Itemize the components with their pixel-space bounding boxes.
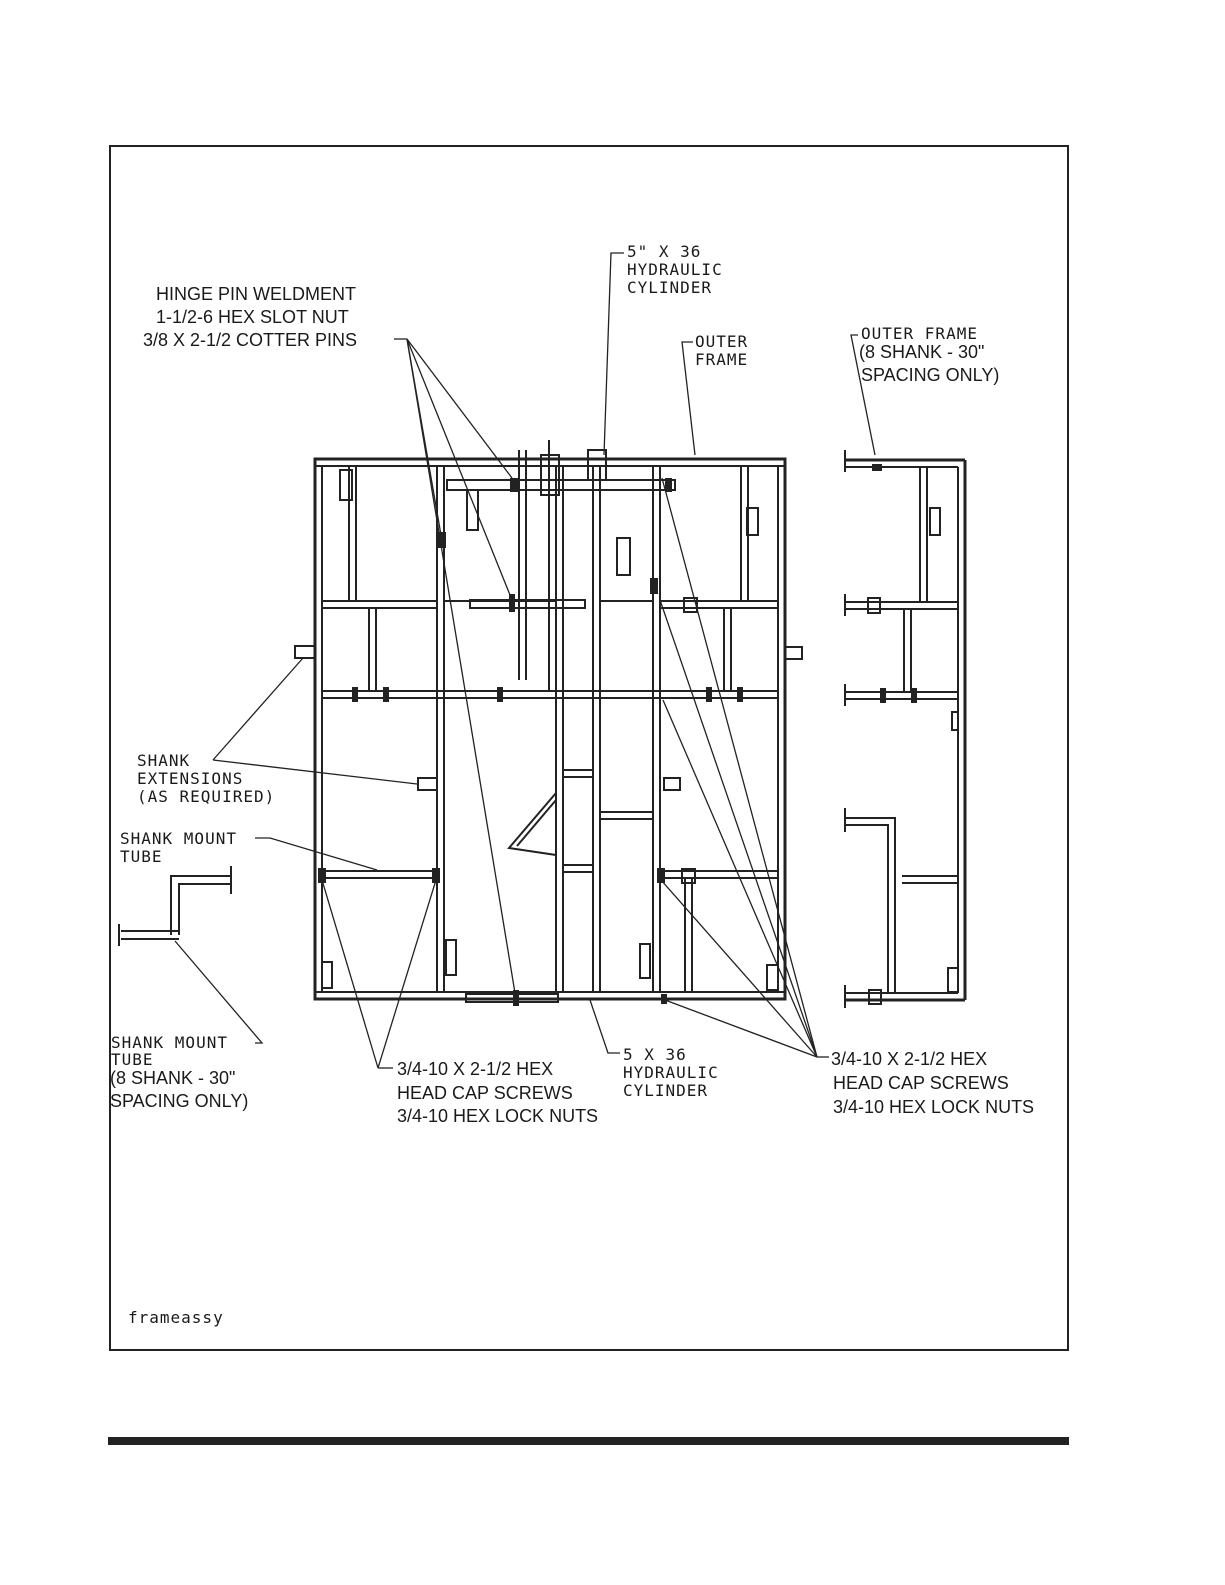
screws-right-line-2: HEAD CAP SCREWS bbox=[833, 1073, 1009, 1093]
shank-mount-tube-8-line-4: SPACING ONLY) bbox=[110, 1091, 248, 1111]
cylinder-bottom-line-3: CYLINDER bbox=[623, 1081, 708, 1100]
shank-mount-tube-8-line-1: SHANK MOUNT bbox=[111, 1033, 228, 1052]
label-shank-extensions: SHANK EXTENSIONS (AS REQUIRED) bbox=[137, 751, 275, 806]
drawing-border bbox=[109, 145, 1069, 1351]
screws-left-line-3: 3/4-10 HEX LOCK NUTS bbox=[397, 1106, 598, 1126]
screws-left-line-2: HEAD CAP SCREWS bbox=[397, 1083, 573, 1103]
label-cylinder-top: 5" X 36 HYDRAULIC CYLINDER bbox=[627, 242, 723, 297]
screws-left-line-1: 3/4-10 X 2-1/2 HEX bbox=[397, 1059, 553, 1079]
outer-frame-8-shank bbox=[844, 450, 967, 1008]
cylinder-top-line-2: HYDRAULIC bbox=[627, 260, 723, 279]
shank-extensions-line-1: SHANK bbox=[137, 751, 190, 770]
screws-right-line-1: 3/4-10 X 2-1/2 HEX bbox=[831, 1049, 987, 1069]
hinge-pin-line-2: 1-1/2-6 HEX SLOT NUT bbox=[156, 307, 349, 327]
file-name: frameassy bbox=[128, 1308, 224, 1327]
outer-frame-line-2: FRAME bbox=[695, 350, 748, 369]
outer-frame-8-line-1: OUTER FRAME bbox=[861, 324, 978, 343]
hinge-pin-line-3: 3/8 X 2-1/2 COTTER PINS bbox=[143, 330, 357, 350]
label-outer-frame: OUTER FRAME bbox=[695, 332, 748, 369]
shank-mount-tube-line-1: SHANK MOUNT bbox=[120, 829, 237, 848]
outer-frame-8-line-2: (8 SHANK - 30" bbox=[859, 342, 984, 362]
label-shank-mount-tube: SHANK MOUNT TUBE bbox=[120, 829, 237, 866]
cylinder-bottom-line-1: 5 X 36 bbox=[623, 1045, 687, 1064]
label-shank-mount-tube-8: SHANK MOUNT TUBE (8 SHANK - 30" SPACING … bbox=[110, 1033, 248, 1111]
cylinder-top-line-1: 5" X 36 bbox=[627, 242, 701, 261]
label-screws-right: 3/4-10 X 2-1/2 HEX HEAD CAP SCREWS 3/4-1… bbox=[831, 1049, 1034, 1117]
label-screws-left: 3/4-10 X 2-1/2 HEX HEAD CAP SCREWS 3/4-1… bbox=[397, 1059, 598, 1126]
outer-frame-8-line-3: SPACING ONLY) bbox=[861, 365, 999, 385]
screws-right-line-3: 3/4-10 HEX LOCK NUTS bbox=[833, 1097, 1034, 1117]
shank-extensions-line-2: EXTENSIONS bbox=[137, 769, 243, 788]
outer-frame-line-1: OUTER bbox=[695, 332, 748, 351]
main-frame bbox=[294, 440, 803, 1006]
shank-extensions-line-3: (AS REQUIRED) bbox=[137, 787, 275, 806]
shank-mount-tube-8-line-3: (8 SHANK - 30" bbox=[110, 1068, 235, 1088]
shank-mount-tube-8-line-2: TUBE bbox=[111, 1050, 154, 1069]
cylinder-top-line-3: CYLINDER bbox=[627, 278, 712, 297]
label-cylinder-bottom: 5 X 36 HYDRAULIC CYLINDER bbox=[623, 1045, 719, 1100]
label-hinge-pin: HINGE PIN WELDMENT 1-1/2-6 HEX SLOT NUT … bbox=[143, 284, 357, 350]
page-footer-rule bbox=[108, 1437, 1069, 1445]
leader-lines bbox=[174, 252, 876, 1069]
cylinder-bottom-line-2: HYDRAULIC bbox=[623, 1063, 719, 1082]
shank-mount-tubes bbox=[118, 866, 232, 946]
hinge-pin-line-1: HINGE PIN WELDMENT bbox=[156, 284, 356, 304]
label-outer-frame-8: OUTER FRAME (8 SHANK - 30" SPACING ONLY) bbox=[859, 324, 999, 385]
shank-mount-tube-line-2: TUBE bbox=[120, 847, 163, 866]
